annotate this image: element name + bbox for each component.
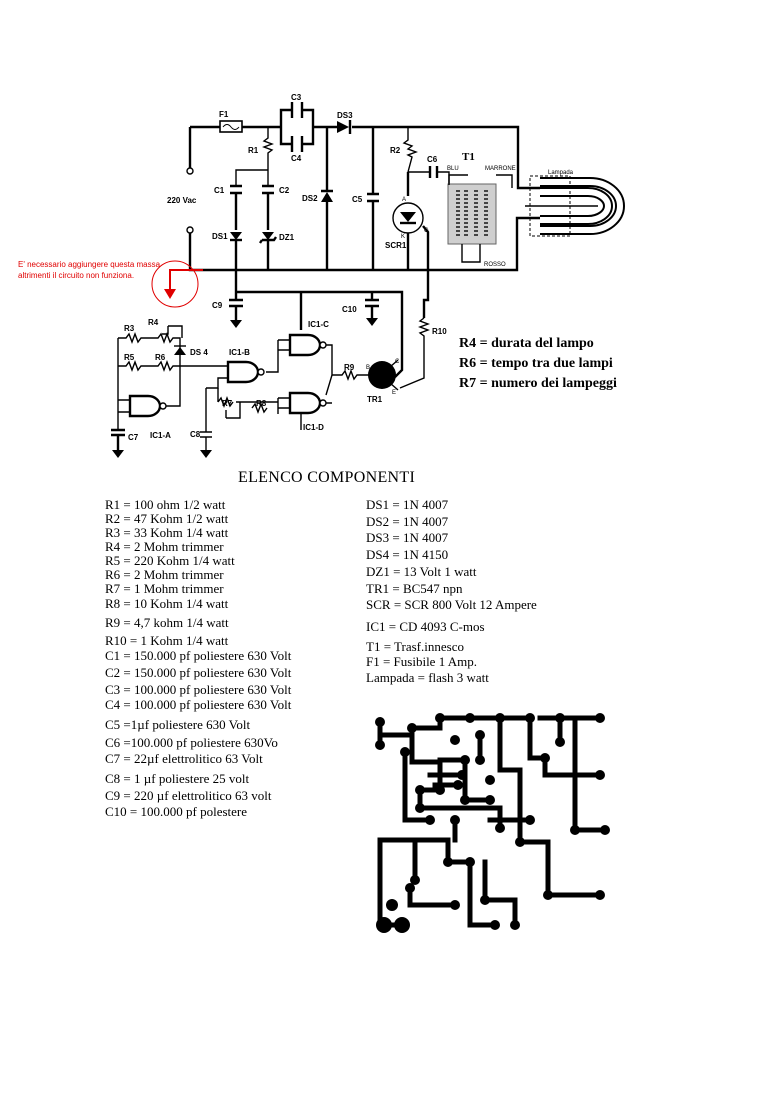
legend-r6: R6 = tempo tra due lampi (459, 356, 613, 371)
label-r5: R5 (124, 353, 135, 362)
label-a: A (402, 197, 406, 203)
label-c: C (395, 359, 400, 365)
list-item: C1 = 150.000 pf poliestere 630 Volt (105, 648, 292, 663)
label-c9: C9 (212, 301, 223, 310)
label-ds2: DS2 (302, 194, 318, 203)
label-marrone: MARRONE (485, 166, 516, 172)
list-item: R6 = 2 Mohm trimmer (105, 567, 224, 582)
label-ic1c: IC1-C (308, 320, 329, 329)
label-k: K (401, 234, 405, 240)
label-rosso: ROSSO (484, 262, 506, 268)
list-item: R1 = 100 ohm 1/2 watt (105, 497, 226, 512)
tr1-symbol (368, 361, 396, 389)
list-item: T1 = Trasf.innesco (366, 639, 464, 654)
list-item: C2 = 150.000 pf poliestere 630 Volt (105, 665, 292, 680)
label-r6: R6 (155, 353, 166, 362)
ground-callout-circle (151, 260, 199, 308)
list-item: R2 = 47 Kohm 1/2 watt (105, 511, 229, 526)
legend-r7: R7 = numero dei lampeggi (459, 376, 617, 391)
list-item: C8 = 1 µf poliestere 25 volt (105, 771, 250, 786)
label-c5: C5 (352, 195, 363, 204)
label-r1: R1 (248, 146, 259, 155)
list-item: Lampada = flash 3 watt (366, 670, 489, 685)
list-item: DS2 = 1N 4007 (366, 514, 449, 529)
label-220vac: 220 Vac (167, 196, 197, 205)
list-item: DS1 = 1N 4007 (366, 497, 449, 512)
list-item: DS3 = 1N 4007 (366, 530, 449, 545)
list-item: C3 = 100.000 pf poliestere 630 Volt (105, 682, 292, 697)
list-item: R4 = 2 Mohm trimmer (105, 539, 224, 554)
label-c4: C4 (291, 154, 302, 163)
transformer-t1 (447, 183, 497, 245)
list-item: DZ1 = 13 Volt 1 watt (366, 564, 477, 579)
label-c8: C8 (190, 430, 201, 439)
label-ic1a: IC1-A (150, 431, 171, 440)
list-item: C5 =1µf poliestere 630 Volt (105, 717, 251, 732)
trimmer-legend: R4 = durata del lampo R6 = tempo tra due… (459, 334, 617, 394)
list-item: C6 =100.000 pf poliestere 630Vo (105, 735, 278, 750)
list-item: R5 = 220 Kohm 1/4 watt (105, 553, 235, 568)
label-t1: T1 (462, 151, 475, 163)
label-r2: R2 (390, 146, 401, 155)
label-r8: R8 (256, 399, 267, 408)
label-c1: C1 (214, 186, 225, 195)
label-c3: C3 (291, 93, 302, 102)
label-dz1: DZ1 (279, 233, 295, 242)
label-ic1d: IC1-D (303, 423, 324, 432)
list-item: C4 = 100.000 pf poliestere 630 Volt (105, 697, 292, 712)
list-item: R9 = 4,7 kohm 1/4 watt (105, 615, 229, 630)
list-item: R10 = 1 Kohm 1/4 watt (105, 633, 229, 648)
list-item: C7 = 22µf elettrolitico 63 Volt (105, 751, 263, 766)
label-r9: R9 (344, 363, 355, 372)
list-item: SCR = SCR 800 Volt 12 Ampere (366, 597, 537, 612)
pcb-layout (375, 713, 610, 933)
label-c7: C7 (128, 433, 139, 442)
label-tr1: TR1 (367, 395, 383, 404)
list-item: R8 = 10 Kohm 1/4 watt (105, 596, 229, 611)
list-item: R3 = 33 Kohm 1/4 watt (105, 525, 229, 540)
list-item: IC1 = CD 4093 C-mos (366, 619, 485, 634)
list-item: DS4 = 1N 4150 (366, 547, 449, 562)
component-list-title: ELENCO COMPONENTI (238, 469, 416, 486)
label-c6: C6 (427, 155, 438, 164)
label-ic1b: IC1-B (229, 348, 250, 357)
list-item: F1 = Fusibile 1 Amp. (366, 654, 477, 669)
label-r10: R10 (432, 327, 447, 336)
label-c2: C2 (279, 186, 290, 195)
label-r7: R7 (222, 399, 233, 408)
label-lampada: Lampada (548, 170, 574, 176)
ground-note: E' necessario aggiungere questa massa al… (18, 260, 161, 280)
label-scr1: SCR1 (385, 241, 407, 250)
label-r4: R4 (148, 318, 159, 327)
label-ds1: DS1 (212, 232, 228, 241)
list-item: C9 = 220 µf elettrolitico 63 volt (105, 788, 272, 803)
label-r3: R3 (124, 324, 135, 333)
label-c10: C10 (342, 305, 357, 314)
label-e: E (392, 390, 396, 396)
schematic-diagram: F1 C3 C4 DS3 R1 C1 C2 DS1 DZ1 DS2 C5 R2 … (111, 93, 625, 458)
red-arrow-icon (164, 289, 176, 299)
label-b: B (366, 365, 370, 371)
label-ds3: DS3 (337, 111, 353, 120)
list-item: C10 = 100.000 pf polestere (105, 804, 248, 819)
label-g: G (424, 228, 429, 234)
label-ds4: DS 4 (190, 348, 208, 357)
legend-r4: R4 = durata del lampo (459, 336, 594, 351)
list-item: R7 = 1 Mohm trimmer (105, 581, 224, 596)
list-item: TR1 = BC547 npn (366, 581, 463, 596)
label-blu: BLU (447, 166, 459, 172)
label-f1: F1 (219, 110, 229, 119)
